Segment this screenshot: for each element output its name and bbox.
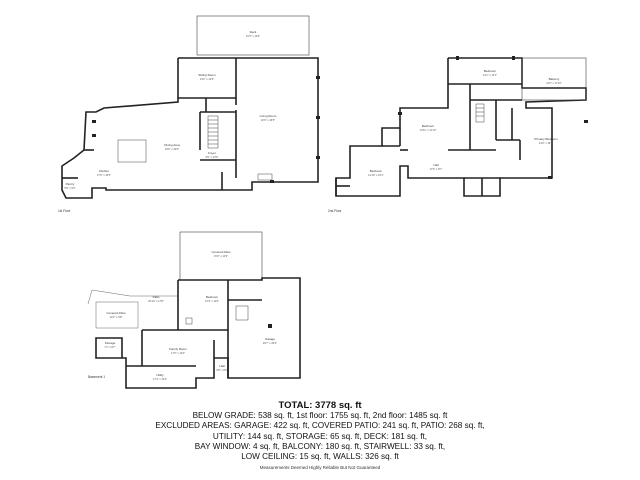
room-name: Foyer xyxy=(208,151,216,155)
room-dims: 14'4" x 11'6" xyxy=(205,299,219,303)
kitchen-island xyxy=(117,139,147,163)
room-dims: 14'0" x 19'9" xyxy=(539,141,553,145)
room-dims: 16'3" x 11'9" xyxy=(246,34,260,38)
shower xyxy=(235,305,249,321)
room-name: Balcony xyxy=(549,77,560,81)
floor-label: 2nd Floor xyxy=(328,209,342,213)
room-name: Living Room xyxy=(260,114,277,118)
room-name: Hall xyxy=(433,163,439,167)
room-dims: 22'6" x 16'5" xyxy=(261,118,275,122)
room-name: Covered Patio xyxy=(211,250,230,254)
room-dims: 20'7" x 26'0" xyxy=(263,341,277,345)
room-name: Covered Patio xyxy=(106,311,125,315)
first-floor-walls xyxy=(61,57,319,199)
room-dims: 5'6" x 5'0" xyxy=(64,186,75,190)
room-dims: 12'10" x 15'1" xyxy=(368,173,384,177)
room-name: Bedroom xyxy=(206,295,219,299)
summary-line: BELOW GRADE: 538 sq. ft, 1st floor: 1755… xyxy=(192,411,448,420)
room-dims: 17'4" x 10'4" xyxy=(153,377,167,381)
room-name: Utility xyxy=(156,373,164,377)
room-name: Bedroom xyxy=(422,124,435,128)
room-name: Storage xyxy=(105,341,116,345)
summary-line: LOW CEILING: 15 sq. ft, WALLS: 326 sq. f… xyxy=(241,452,399,461)
stairs xyxy=(207,115,219,149)
room-dims: 7'1" x 8'7" xyxy=(104,345,115,349)
room-name: Dining Area xyxy=(164,143,180,147)
room-dims: 20'10" x 17'8" xyxy=(148,299,164,303)
covered-patio-outline xyxy=(95,301,139,329)
room-name: Kitchen xyxy=(99,169,109,173)
second-floor-plan: Bedroom 14'1" x 12'1" Balcony 11'2" x 17… xyxy=(328,56,588,213)
disclaimer: Measurements Deemed Highly Reliable But … xyxy=(259,465,381,470)
room-dims: 6'8" x 8'3" xyxy=(216,368,227,372)
room-dims: 13'2" x 12'9" xyxy=(200,77,214,81)
room-name: Bedroom xyxy=(370,169,383,173)
post xyxy=(268,324,272,328)
summary-line: BAY WINDOW: 4 sq. ft, BALCONY: 180 sq. f… xyxy=(194,442,446,451)
room-dims: 14'2" x 5'8" xyxy=(110,315,123,319)
room-dims: 17'6" x 8'7" xyxy=(430,167,443,171)
room-dims: 14'1" x 12'1" xyxy=(483,73,497,77)
basement-walls xyxy=(95,277,301,389)
room-dims: 13'11" x 11'10" xyxy=(420,128,437,132)
floor-plan-drawing: Deck 16'3" x 11'9" Sitting Room 13'2" x … xyxy=(58,15,588,389)
patio-outline xyxy=(87,289,178,305)
room-name: Patio xyxy=(153,295,160,299)
room-name: Family Room xyxy=(169,347,187,351)
room-dims: 11'2" x 17'10" xyxy=(546,81,562,85)
room-dims: 17'0" x 14'0" xyxy=(171,351,185,355)
deck-outline xyxy=(196,15,310,56)
room-name: Pantry xyxy=(66,182,75,186)
toilet xyxy=(185,317,193,325)
room-dims: 9'5" x 13'9" xyxy=(206,155,219,159)
room-dims: 17'6" x 15'0" xyxy=(97,173,111,177)
floor-label: Basement 1 xyxy=(88,375,105,379)
room-name: Sitting Room xyxy=(198,73,216,77)
floor-label: 1st Floor xyxy=(58,209,71,213)
first-floor-plan: Deck 16'3" x 11'9" Sitting Room 13'2" x … xyxy=(58,15,320,213)
summary-line: EXCLUDED AREAS: GARAGE: 422 sq. ft, COVE… xyxy=(155,421,485,430)
basement-plan: Covered Patio 15'0" x 11'9" Patio 20'10"… xyxy=(87,231,301,389)
room-name: Garage xyxy=(265,337,275,341)
fireplace xyxy=(257,173,273,181)
stairs xyxy=(475,103,485,123)
summary-line: UTILITY: 144 sq. ft, STORAGE: 65 sq. ft,… xyxy=(212,432,428,441)
room-name: Primary Bedroom xyxy=(534,137,558,141)
room-name: Hall xyxy=(219,364,225,368)
room-name: Bedroom xyxy=(484,69,497,73)
second-floor-walls xyxy=(335,57,587,197)
room-name: Deck xyxy=(250,30,257,34)
total-area: TOTAL: 3778 sq. ft xyxy=(278,400,362,411)
balcony-outline xyxy=(521,57,587,101)
room-dims: 16'6" x 20'0" xyxy=(165,147,179,151)
room-dims: 15'0" x 11'9" xyxy=(214,254,228,258)
